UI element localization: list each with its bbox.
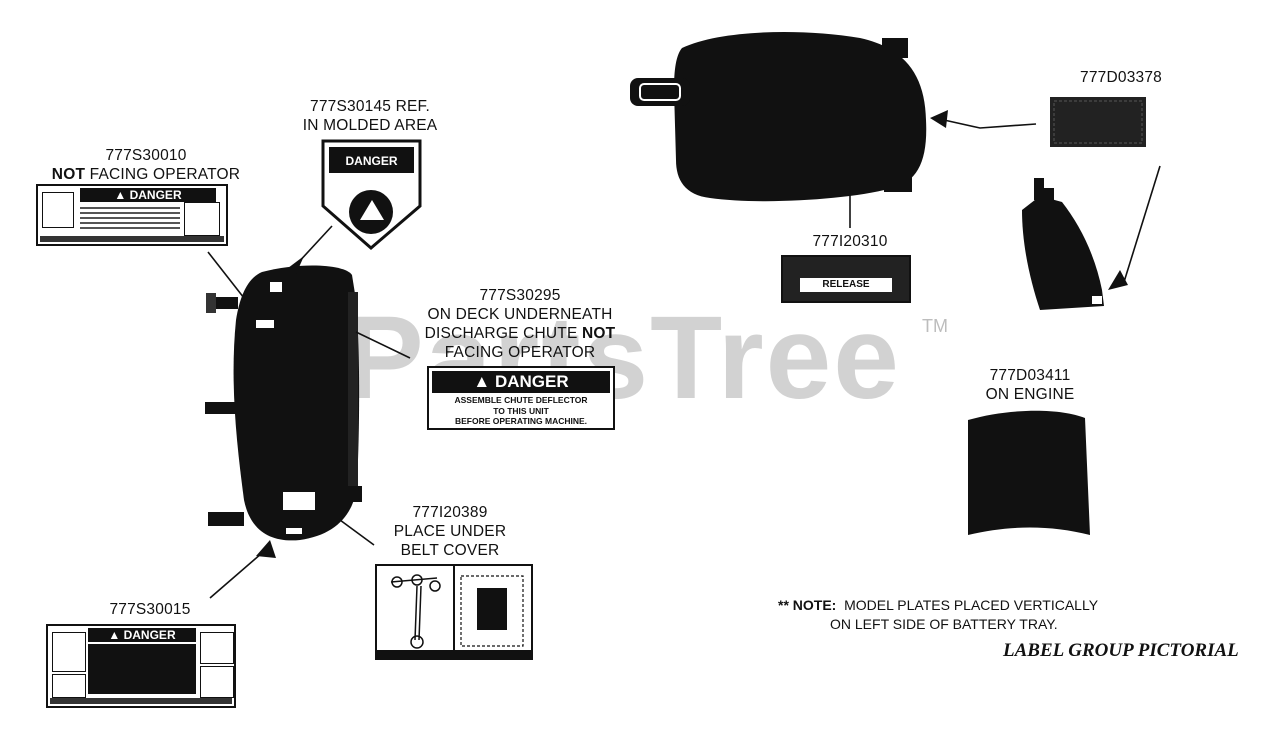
callout-777I20389: 777I20389 PLACE UNDER BELT COVER xyxy=(393,504,507,559)
callout-777S30145: 777S30145 REF. IN MOLDED AREA xyxy=(302,98,438,134)
callout-777I20310: 777I20310 xyxy=(812,233,888,250)
page-title: LABEL GROUP PICTORIAL xyxy=(1003,640,1239,661)
callout-777S30010: 777S30010 NOT FACING OPERATOR xyxy=(51,147,241,183)
callout-777S30295: 777S30295 ON DECK UNDERNEATH DISCHARGE C… xyxy=(424,287,616,361)
watermark-trademark: TM xyxy=(922,316,948,336)
belt-routing-icon xyxy=(377,566,531,658)
release-word: RELEASE xyxy=(822,279,870,290)
tractor-illustration xyxy=(630,32,927,202)
molded-danger-word: DANGER xyxy=(331,154,412,168)
callout-777D03378: 777D03378 xyxy=(1080,69,1162,86)
decal-777S30295: ▲ DANGER ASSEMBLE CHUTE DEFLECTOR TO THI… xyxy=(427,366,615,430)
decal-777S30010: ▲ DANGER xyxy=(36,184,228,246)
callout-777S30015: 777S30015 xyxy=(109,601,191,618)
decal-777S30015: ▲ DANGER xyxy=(46,624,236,708)
mower-deck-illustration xyxy=(205,265,362,541)
callout-777D03411: 777D03411 ON ENGINE xyxy=(985,367,1075,403)
engine-decal-shape xyxy=(968,410,1090,535)
decal-777D03378 xyxy=(1050,97,1146,147)
model-plate-note: ** NOTE: MODEL PLATES PLACED VERTICALLY … xyxy=(778,597,1099,632)
leader-lines xyxy=(207,119,1161,599)
leader-arrows xyxy=(256,110,1128,558)
decal-777I20389 xyxy=(375,564,533,660)
battery-tray-illustration xyxy=(1022,178,1104,310)
